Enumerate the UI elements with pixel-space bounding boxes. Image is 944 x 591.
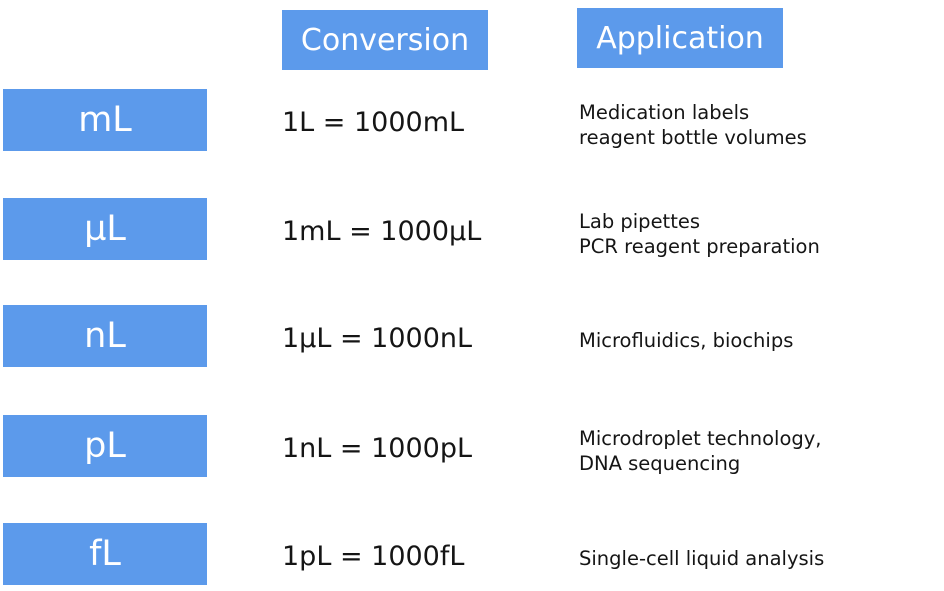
unit-badge-fl: fL	[3, 523, 207, 585]
conversion-text: 1µL = 1000nL	[282, 323, 473, 354]
unit-badge-ml: mL	[3, 89, 207, 151]
table-row: mL 1L = 1000mL Medication labels reagent…	[0, 89, 944, 151]
conversion-text: 1mL = 1000µL	[282, 216, 482, 247]
application-column-header: Application	[577, 8, 783, 68]
application-text: Microfluidics, biochips	[579, 329, 794, 352]
application-text: Lab pipettes PCR reagent preparation	[579, 209, 820, 258]
unit-badge-pl: pL	[3, 415, 207, 477]
unit-badge-nl: nL	[3, 305, 207, 367]
table-row: nL 1µL = 1000nL Microfluidics, biochips	[0, 305, 944, 367]
unit-badge-ul: µL	[3, 198, 207, 260]
conversion-column-header: Conversion	[282, 10, 488, 70]
table-row: pL 1nL = 1000pL Microdroplet technology,…	[0, 415, 944, 477]
application-text: Single-cell liquid analysis	[579, 547, 825, 570]
table-row: µL 1mL = 1000µL Lab pipettes PCR reagent…	[0, 198, 944, 260]
conversion-text: 1L = 1000mL	[282, 107, 465, 138]
application-text: Medication labels reagent bottle volumes	[579, 100, 807, 149]
table-row: fL 1pL = 1000fL Single-cell liquid analy…	[0, 523, 944, 585]
conversion-text: 1pL = 1000fL	[282, 541, 465, 572]
application-text: Microdroplet technology, DNA sequencing	[579, 426, 822, 475]
conversion-text: 1nL = 1000pL	[282, 433, 473, 464]
